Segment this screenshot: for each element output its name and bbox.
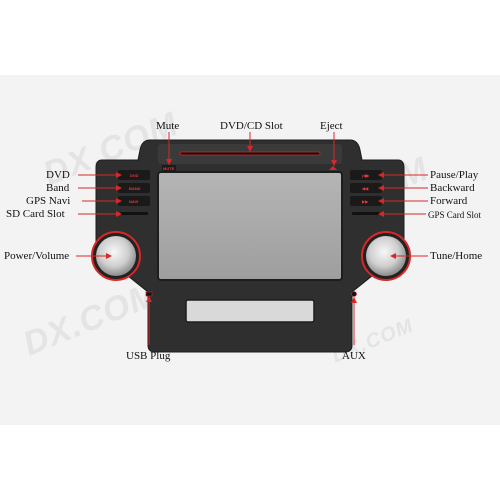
label-dvd-cd-slot: DVD/CD Slot [220,120,283,132]
button-pause-play-label: |◀▶ [362,173,370,178]
label-gps-navi: GPS Navi [26,195,71,207]
button-band[interactable] [118,183,150,193]
button-dvd-label: DVD [130,173,139,178]
label-dvd: DVD [46,169,70,181]
lower-bay [185,299,315,323]
label-tune-home: Tune/Home [430,250,483,262]
label-backward: Backward [430,182,475,194]
button-backward[interactable] [350,183,382,193]
label-usb-plug: USB Plug [126,350,171,362]
button-dvd[interactable] [118,170,150,180]
label-power-volume: Power/Volume [4,250,70,262]
label-eject: Eject [320,120,343,132]
touch-screen[interactable] [157,171,343,281]
dvd-cd-slot[interactable] [179,151,321,156]
power-volume-knob[interactable] [96,236,136,276]
button-mute[interactable] [162,165,176,171]
button-navi[interactable] [118,196,150,206]
usb-port[interactable] [145,291,153,297]
label-band: Band [46,182,70,194]
label-sd-card-slot: SD Card Slot [6,208,65,220]
button-forward[interactable] [350,196,382,206]
aux-port[interactable] [351,291,357,297]
sd-card-slot[interactable] [120,212,148,215]
label-forward: Forward [430,195,468,207]
eject-icon[interactable] [329,166,337,170]
label-mute: Mute [156,120,180,132]
button-mute-label: MUTE [163,166,175,171]
label-gps-card-slot: GPS Card Slot [428,210,482,220]
callout-arrowheads [106,146,396,303]
label-pause-play: Pause/Play [430,169,479,181]
button-band-label: BAND [129,186,141,191]
tune-home-knob[interactable] [366,236,406,276]
button-forward-label: ▶▶ [361,199,369,204]
button-backward-label: ◀◀ [361,186,369,191]
gps-card-slot[interactable] [352,212,380,215]
button-pause-play[interactable] [350,170,382,180]
label-aux: AUX [342,350,366,362]
button-navi-label: NAVI [129,199,138,204]
